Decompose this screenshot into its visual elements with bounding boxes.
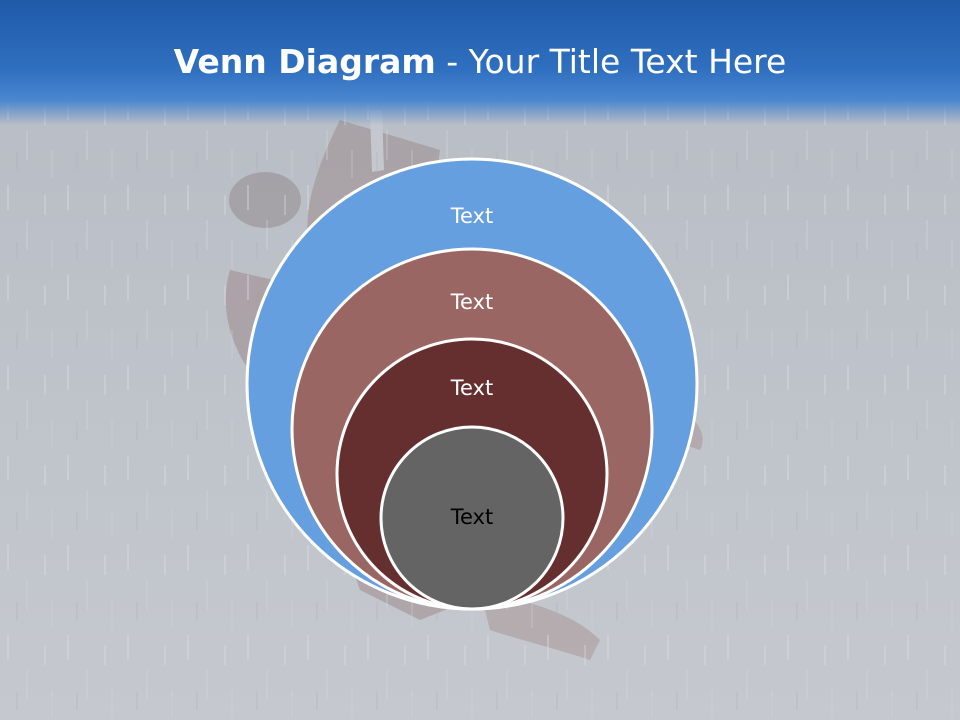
slide-title: Venn Diagram - Your Title Text Here: [0, 40, 960, 84]
venn-ring-2-label: Text: [450, 290, 493, 314]
venn-ring-1-label: Text: [450, 204, 493, 228]
venn-ring-3-label: Text: [450, 376, 493, 400]
title-bar: [0, 0, 960, 125]
venn-ring-4-label: Text: [450, 505, 493, 529]
slide-title-bold: Venn Diagram: [173, 42, 436, 81]
slide-title-rest: - Your Title Text Here: [435, 42, 787, 81]
venn-ring-4: [379, 425, 565, 611]
